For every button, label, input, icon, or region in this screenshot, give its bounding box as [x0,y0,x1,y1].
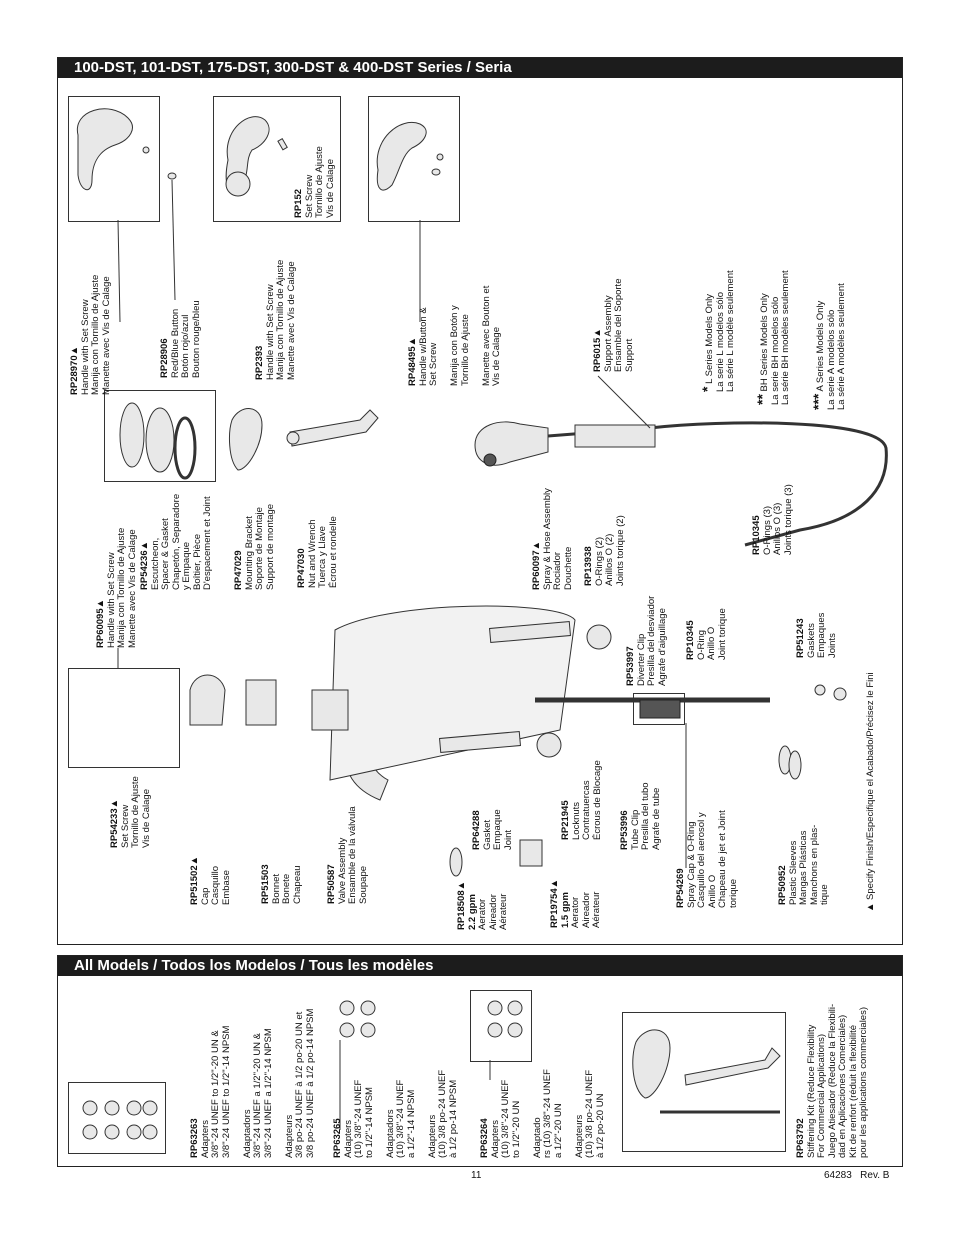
label-rp51502: RP51502▲ Cap Casquillo Embase [189,855,232,905]
label-rp10345-b: RP10345 O-Rings (3) Anillos O (3) Joints… [751,484,794,555]
label-rp18508: RP18508▲ 2.2 gpm Aerator Aireador Aérate… [456,880,509,930]
label-rp60095: RP60095▲ Handle with Set Screw Manija co… [95,527,138,648]
doc-number: 64283 [824,1170,852,1181]
label-rp63792: RP63792 Stiffening Kit (Reduce Flexibili… [795,1003,869,1158]
page-number: 11 [471,1170,482,1181]
handle-drawing-1 [76,108,133,190]
label-rp51503: RP51503 Bonnet Bonete Chapeau [260,864,303,904]
label-rp63263: RP63263 Adapters 3/8"-24 UNEF to 1/2"-20… [189,1008,316,1158]
label-rp47030: RP47030 Nut and Wrench Tuerca y Llave Éc… [296,516,339,588]
handle-inset-rp60095 [68,668,180,768]
label-rp6015: RP6015▲ Support Assembly Ensamble del So… [592,278,635,372]
label-rp51243: RP51243 Gaskets Empaques Joints [795,612,838,658]
finish-note: ▲ Specify Finish/Especifique el Acabado/… [865,672,876,912]
legend-bh-series: ** BH Series Models Only La serie BH mod… [754,270,791,405]
label-rp63264: RP63264 Adapters (10) 3/8"-24 UNEF to 1/… [479,1069,606,1158]
legend-l-series: * L Series Models Only La serie L modelo… [699,270,736,392]
doc-revision: 64283 Rev. B [824,1170,889,1181]
label-rp63265: RP63265 Adapters (10) 3/8"-24 UNEF to 1/… [332,1069,459,1158]
bottom-section-title: All Models / Todos los Modelos / Tous le… [58,956,902,976]
label-rp48495: RP48495▲ Handle w/Button & Set Screw Man… [407,285,502,386]
label-rp21945: RP21945 Locknuts Contratuercas Écrous de… [560,760,603,840]
legend-a-series: *** A Series Models Only La serie A mode… [810,283,847,410]
adapters-inset-rp63263 [68,1082,166,1154]
label-rp28970: RP28970▲ Handle with Set Screw Manija co… [69,274,112,395]
label-rp13938: RP13938 O-Rings (2) Anillos O (2) Joints… [583,515,626,586]
label-rp54269: RP54269 Spray Cap & O-Ring Casquillo del… [675,810,739,908]
label-rp152: RP152 Set Screw Tornillo de Ajuste Vis d… [293,146,336,218]
label-rp28906: RP28906 Red/Blue Button Botón rojo/azul … [159,300,202,378]
label-rp10345-a: RP10345 O-Ring Anillo O Joint torique [685,608,728,660]
label-rp50587: RP50587 Valve Assembly Ensamble de la vá… [326,806,369,904]
label-rp47029: RP47029 Mounting Bracket Soporte de Mont… [233,503,276,590]
label-rp19754: RP19754▲ 1.5 gpm Aerator Aireador Aérate… [549,878,602,928]
label-rp54233: RP54233▲ Set Screw Tornillo de Ajuste Vi… [109,776,152,848]
label-rp53996: RP53996 Tube Clip Presilla del tubo Agra… [619,782,662,850]
label-rp53997: RP53997 Diverter Clip Presilla del desvi… [625,595,668,686]
label-rp60097: RP60097▲ Spray & Hose Assembly Rociador … [531,488,574,590]
revision: Rev. B [860,1170,890,1181]
label-rp50952: RP50952 Plastic Sleeves Mangas Plásticas… [777,824,830,905]
top-section: 100-DST, 101-DST, 175-DST, 300-DST & 400… [57,57,903,945]
label-rp54236: RP54236▲ Escutcheon, Spacer & Gasket Cha… [139,493,213,590]
top-section-title: 100-DST, 101-DST, 175-DST, 300-DST & 400… [58,58,902,78]
label-rp2393: RP2393 Handle with Set Screw Manija con … [254,259,297,380]
label-rp64288: RP64288 Gasket Empaque Joint [471,809,514,850]
